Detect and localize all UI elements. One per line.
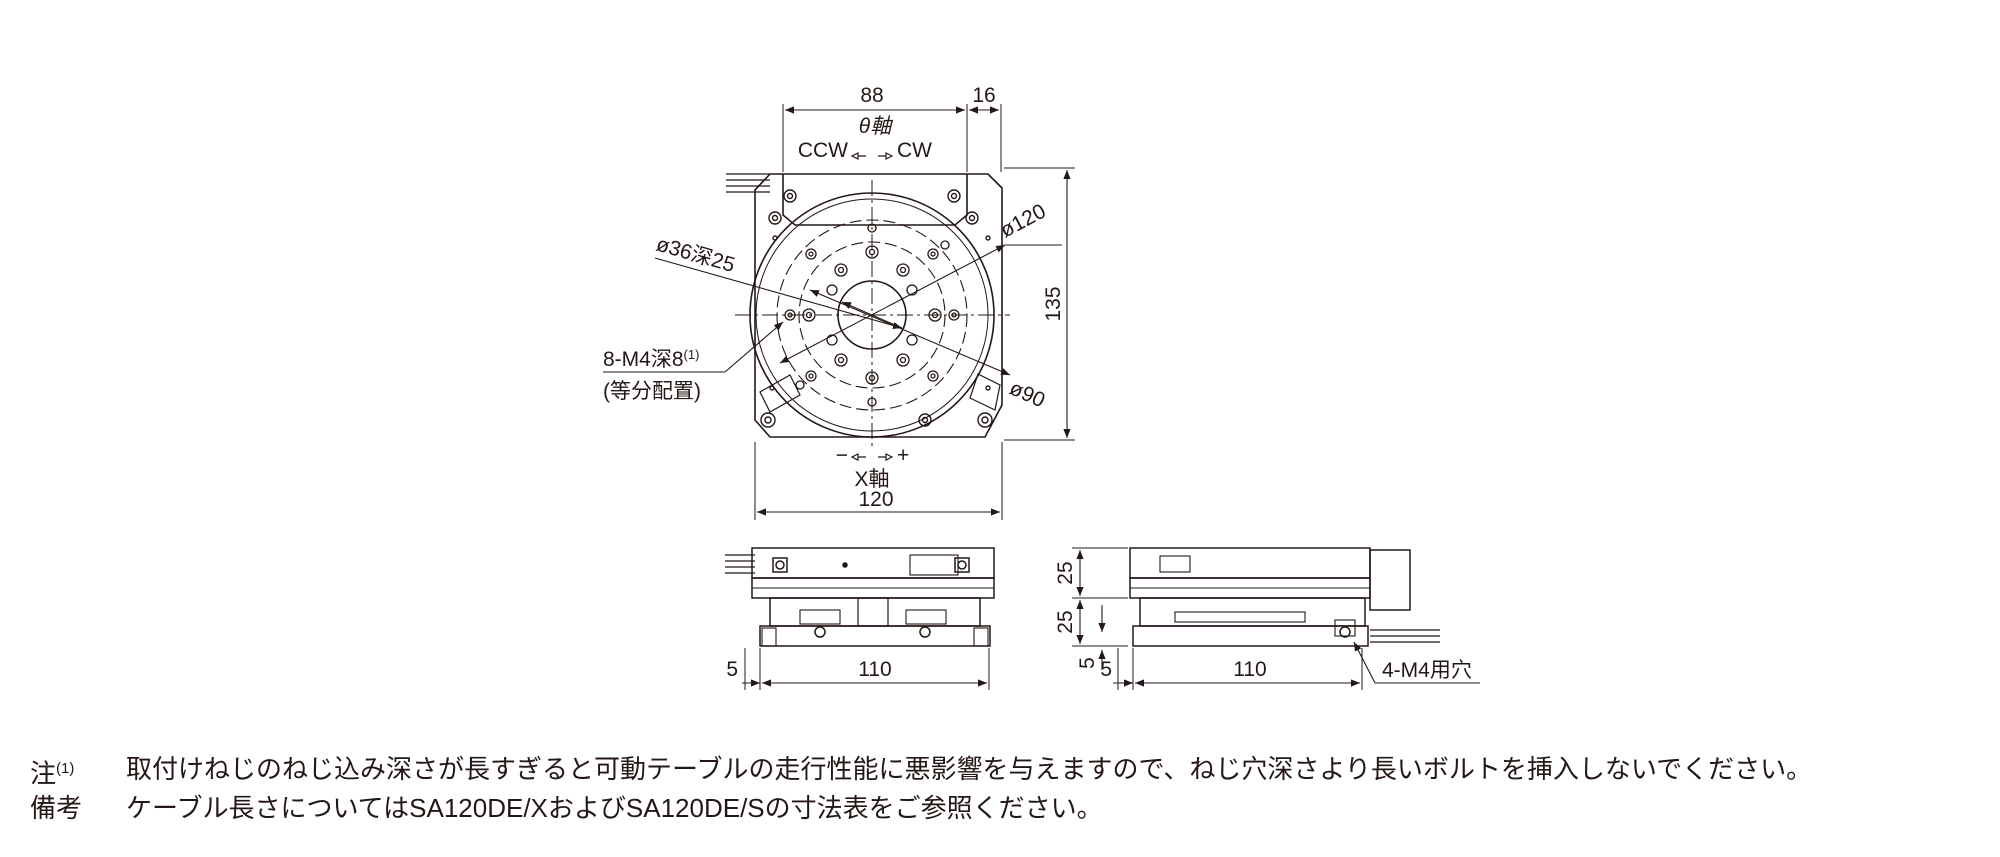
front-view <box>725 547 995 690</box>
tapped-hole-sub: (等分配置) <box>603 380 701 403</box>
dim-dia-bolt: ø90 <box>1006 377 1048 413</box>
side-dim-base: 5 <box>1076 657 1099 669</box>
top-view <box>603 104 1075 520</box>
dim-top-width: 88 <box>860 84 883 107</box>
note-2-mark: 備考 <box>30 792 83 823</box>
theta-cw-label: CW <box>897 139 932 162</box>
front-dim-span: 110 <box>858 658 891 681</box>
dim-dia-center: ø36深25 <box>654 233 738 277</box>
theta-axis-title: θ軸 <box>859 115 893 138</box>
side-view <box>1072 547 1480 690</box>
mount-hole-label: 4-M4用穴 <box>1382 659 1472 682</box>
theta-ccw-label: CCW <box>798 139 848 162</box>
x-axis-minus: − <box>836 444 848 467</box>
side-dim-upper-height: 25 <box>1054 561 1077 584</box>
side-dim-lower-height: 25 <box>1054 610 1077 633</box>
x-axis-title: X軸 <box>854 468 889 491</box>
dim-dia-outer: ø120 <box>997 200 1050 243</box>
note-2: 備考 ケーブル長さについてはSA120DE/XおよびSA120DE/Sの寸法表を… <box>30 791 1990 825</box>
tapped-hole-label: 8-M4深8(1) <box>603 347 699 371</box>
side-dim-span: 110 <box>1233 658 1266 681</box>
note-1-text: 取付けねじのねじ込み深さが長すぎると可動テーブルの走行性能に悪影響を与えますので… <box>126 754 1813 784</box>
dim-width: 120 <box>858 488 893 511</box>
dim-top-offset: 16 <box>972 84 995 107</box>
x-axis-plus: + <box>897 444 909 467</box>
dim-height: 135 <box>1042 286 1065 321</box>
side-dim-left: 5 <box>1100 658 1112 681</box>
note-1-mark: 注(1) <box>30 758 75 789</box>
theta-axis-arrows <box>850 152 894 160</box>
note-2-text: ケーブル長さについてはSA120DE/XおよびSA120DE/Sの寸法表をご参照… <box>126 792 1103 823</box>
notes: 注(1) 取付けねじのねじ込み深さが長すぎると可動テーブルの走行性能に悪影響を与… <box>30 752 1990 825</box>
base-plate-outline <box>754 173 1003 438</box>
note-1: 注(1) 取付けねじのねじ込み深さが長すぎると可動テーブルの走行性能に悪影響を与… <box>30 752 1990 791</box>
front-dim-left: 5 <box>726 658 738 681</box>
x-axis-arrows <box>850 453 894 461</box>
